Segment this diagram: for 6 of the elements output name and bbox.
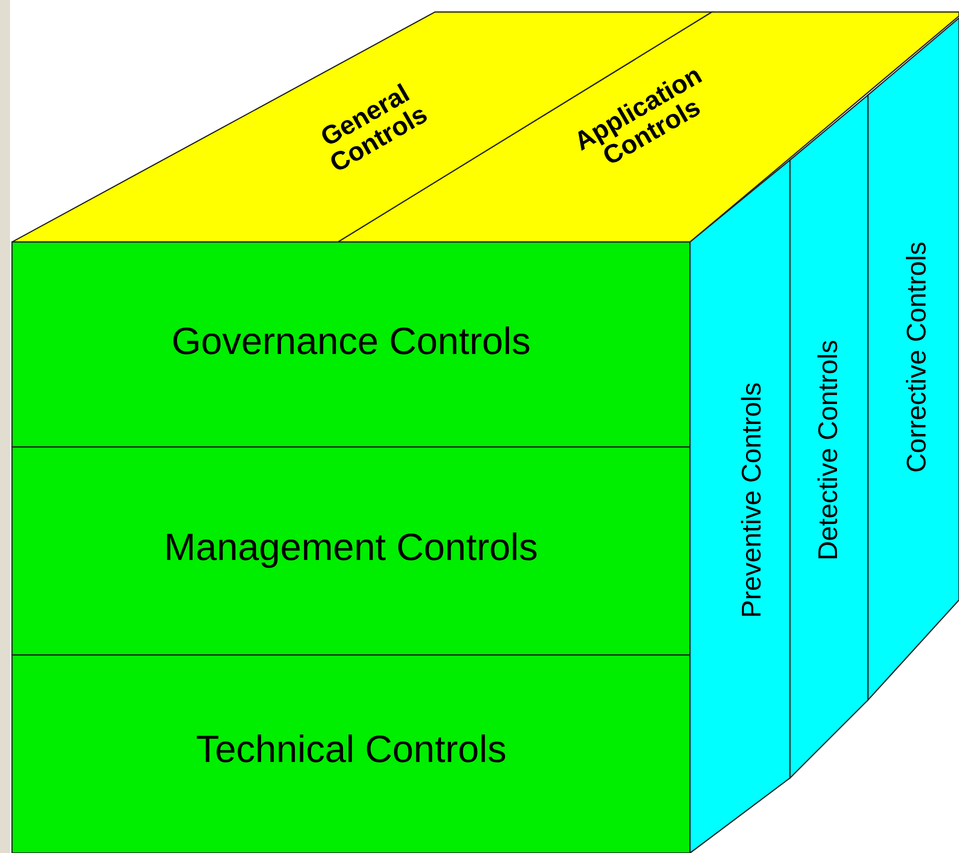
section-label: Detective Controls (814, 340, 842, 560)
section-label: Corrective Controls (902, 242, 930, 473)
section-label: Management Controls (164, 529, 538, 569)
section-label: Governance Controls (172, 323, 531, 363)
section-label: Technical Controls (196, 731, 506, 771)
section-label: Preventive Controls (738, 382, 766, 618)
